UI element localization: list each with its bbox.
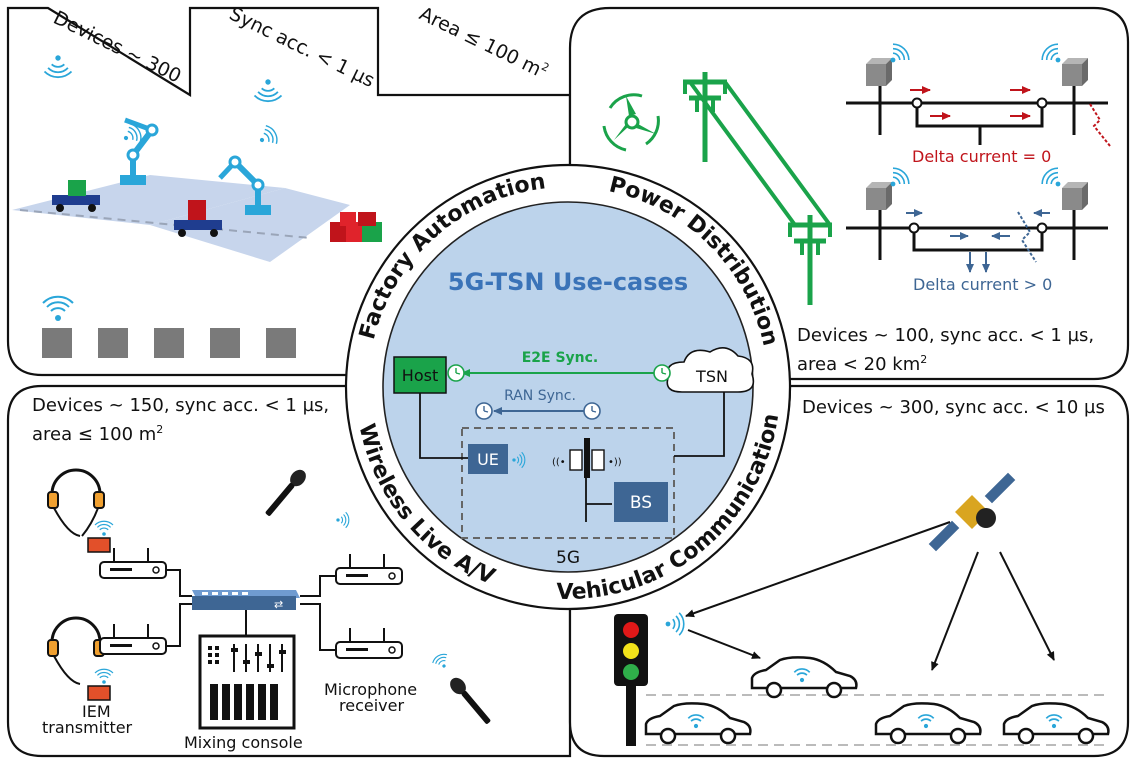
power-lines <box>688 80 832 227</box>
svg-text:⇄: ⇄ <box>274 598 283 611</box>
stacked-blocks <box>330 212 382 242</box>
center-links <box>419 392 725 522</box>
live-av-spec: Devices ~ 150, sync acc. < 1 µs, area ≤ … <box>32 394 329 447</box>
svg-text:•)): •)) <box>608 457 622 468</box>
satellite-links <box>685 521 1055 671</box>
substation-box-icon <box>866 182 892 210</box>
microphone-icon <box>265 469 306 516</box>
base-station-icon: ((• •)) <box>552 438 622 478</box>
network-switch-icon: ⇄ <box>192 590 300 611</box>
grid-segment-normal <box>846 78 1111 147</box>
agv-cart-red <box>174 200 222 237</box>
host-box <box>393 356 447 394</box>
factory-devices-row <box>42 328 296 358</box>
five-g-boundary <box>461 427 675 539</box>
wind-turbine-icon <box>602 93 660 152</box>
spec-line: Devices ~ 150, sync acc. < 1 µs, <box>32 395 330 416</box>
mixing-console-icon <box>198 634 296 730</box>
ran-sync-label: RAN Sync. <box>504 388 576 404</box>
center-disc <box>382 201 754 573</box>
iem-transmitter-label: IEM transmitter <box>42 702 133 737</box>
host-label: Host <box>402 366 438 385</box>
bs-box <box>614 482 668 522</box>
av-links <box>166 569 336 651</box>
headphones-icon <box>47 468 105 537</box>
five-g-label: 5G <box>556 548 580 568</box>
svg-text:((•: ((• <box>552 457 566 468</box>
spec-line: area < 20 km2 <box>797 353 928 375</box>
road-lanes <box>646 694 1110 746</box>
power-distribution-spec: Devices ~ 100, sync acc. < 1 µs, area < … <box>797 324 1094 377</box>
agv-cart-green <box>52 180 100 212</box>
delta-current-zero-label: Delta current = 0 <box>912 147 1051 166</box>
clock-icon <box>653 364 671 382</box>
vehicular-spec: Devices ~ 300, sync acc. < 10 µs <box>802 396 1105 420</box>
center-title: 5G-TSN Use-cases <box>448 268 688 296</box>
grid-segment-fault <box>846 204 1108 273</box>
e2e-sync-label: E2E Sync. <box>522 350 599 366</box>
delta-current-positive-label: Delta current > 0 <box>913 275 1052 294</box>
traffic-light-icon <box>614 614 648 746</box>
clock-icon <box>583 402 601 420</box>
spec-line: area ≤ 100 m2 <box>32 423 164 445</box>
clock-icon <box>447 364 465 382</box>
spec-line: Devices ~ 300, sync acc. < 10 µs <box>802 397 1105 418</box>
ue-box <box>468 444 508 474</box>
microphone-icon <box>450 677 491 724</box>
substation-box-icon <box>1062 58 1088 86</box>
robot-arm-icon <box>218 155 271 215</box>
iem-transmitter-icon <box>87 537 111 553</box>
tag-area: Area ≤ 100 m2 <box>416 2 552 84</box>
bs-label: BS <box>630 493 652 513</box>
factory-floor <box>12 175 350 262</box>
spec-line: Devices ~ 100, sync acc. < 1 µs, <box>797 325 1095 346</box>
substation-box-icon <box>1062 182 1088 210</box>
tsn-label: TSN <box>695 367 728 386</box>
iem-transmitter-icon <box>87 685 111 701</box>
substation-box-icon <box>866 58 892 86</box>
robot-arm-icon <box>120 117 159 185</box>
microphone-receiver-label: Microphone receiver <box>324 680 422 715</box>
clock-icon <box>475 402 493 420</box>
mixing-console-label: Mixing console <box>184 733 303 752</box>
ue-label: UE <box>477 450 499 469</box>
